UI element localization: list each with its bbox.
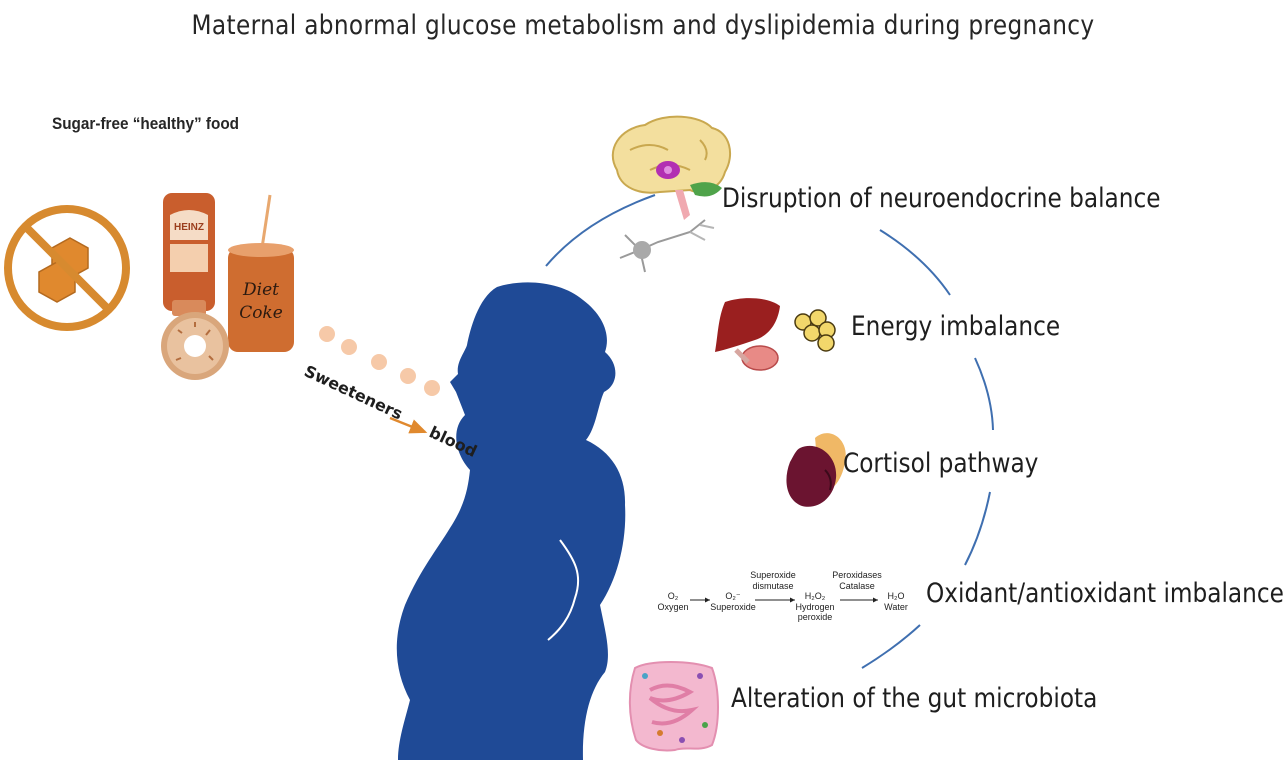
rxn-superoxide-symbol: O₂⁻ [725, 591, 740, 601]
rxn-enzyme2-line2: Catalase [839, 581, 875, 591]
sweeteners-label: Sweeteners [301, 361, 405, 423]
reaction-scheme-icon: O₂ Oxygen O₂⁻ Superoxide Superoxide dism… [657, 570, 907, 622]
rxn-water: Water [884, 602, 908, 612]
brain-neuron-icon [611, 115, 732, 273]
sweetener-dots [319, 326, 440, 396]
adrenal-kidney-icon [786, 433, 846, 507]
rxn-o2: O₂ [668, 591, 679, 601]
ketchup-brand: HEINZ [174, 222, 204, 233]
liver-muscle-fat-icon [715, 298, 836, 371]
no-sugar-icon [4, 205, 130, 331]
effect-label-oxidant: Oxidant/antioxidant imbalance [926, 578, 1284, 609]
rxn-h2o2-line2: peroxide [798, 612, 833, 622]
rxn-h2o2-line1: Hydrogen [795, 602, 834, 612]
page-title: Maternal abnormal glucose metabolism and… [191, 10, 1095, 41]
intestine-icon [628, 661, 719, 752]
donut-icon [161, 312, 229, 380]
effects-arc [545, 194, 994, 669]
can-text-line2: Coke [239, 303, 283, 323]
pregnant-woman-silhouette [396, 282, 626, 760]
rxn-h2o2-symbol: H₂O₂ [805, 591, 826, 601]
effect-label-neuroendocrine: Disruption of neuroendocrine balance [722, 183, 1161, 214]
effect-label-gut: Alteration of the gut microbiota [731, 683, 1098, 714]
diet-coke-can-icon: Diet Coke [228, 194, 294, 352]
ketchup-bottle-icon: HEINZ [163, 193, 215, 316]
rxn-enzyme1-line2: dismutase [752, 581, 793, 591]
effect-label-cortisol: Cortisol pathway [843, 448, 1039, 479]
food-heading: Sugar-free “healthy” food [52, 114, 240, 133]
arm-outline [547, 539, 580, 641]
rxn-oxygen: Oxygen [657, 602, 688, 612]
can-text-line1: Diet [242, 280, 279, 300]
rxn-h2o-symbol: H₂O [888, 591, 905, 601]
effect-label-energy: Energy imbalance [851, 311, 1061, 342]
sweeteners-to-blood-arrow [389, 416, 428, 434]
rxn-enzyme2-line1: Peroxidases [832, 570, 882, 580]
rxn-enzyme1-line1: Superoxide [750, 570, 796, 580]
rxn-superoxide: Superoxide [710, 602, 756, 612]
